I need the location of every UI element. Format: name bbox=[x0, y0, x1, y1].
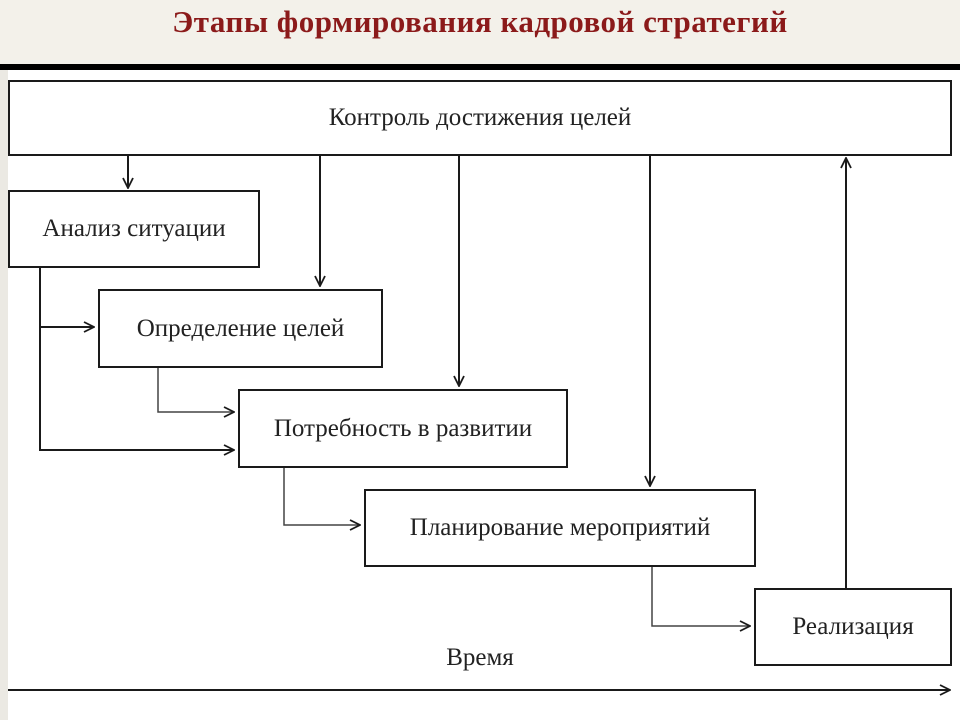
arrow-planning-to-realization bbox=[651, 567, 750, 626]
left-frame-strip bbox=[0, 70, 8, 720]
analysis-box: Анализ ситуации bbox=[8, 190, 260, 268]
arrow-analysis-to-needs bbox=[39, 327, 234, 450]
arrow-needs-to-planning bbox=[283, 468, 360, 525]
goals-box: Определение целей bbox=[98, 289, 383, 368]
realization-box: Реализация bbox=[754, 588, 952, 666]
control-box: Контроль достижения целей bbox=[8, 80, 952, 156]
title-bar bbox=[0, 0, 960, 64]
page-title: Этапы формирования кадровой стратегий bbox=[172, 4, 788, 39]
needs-box: Потребность в развитии bbox=[238, 389, 568, 468]
time-axis-label: Время bbox=[446, 644, 514, 671]
arrow-analysis-to-goals bbox=[39, 268, 94, 327]
arrow-goals-to-needs bbox=[157, 368, 234, 412]
title-divider bbox=[0, 64, 960, 70]
planning-box: Планирование мероприятий bbox=[364, 489, 756, 567]
